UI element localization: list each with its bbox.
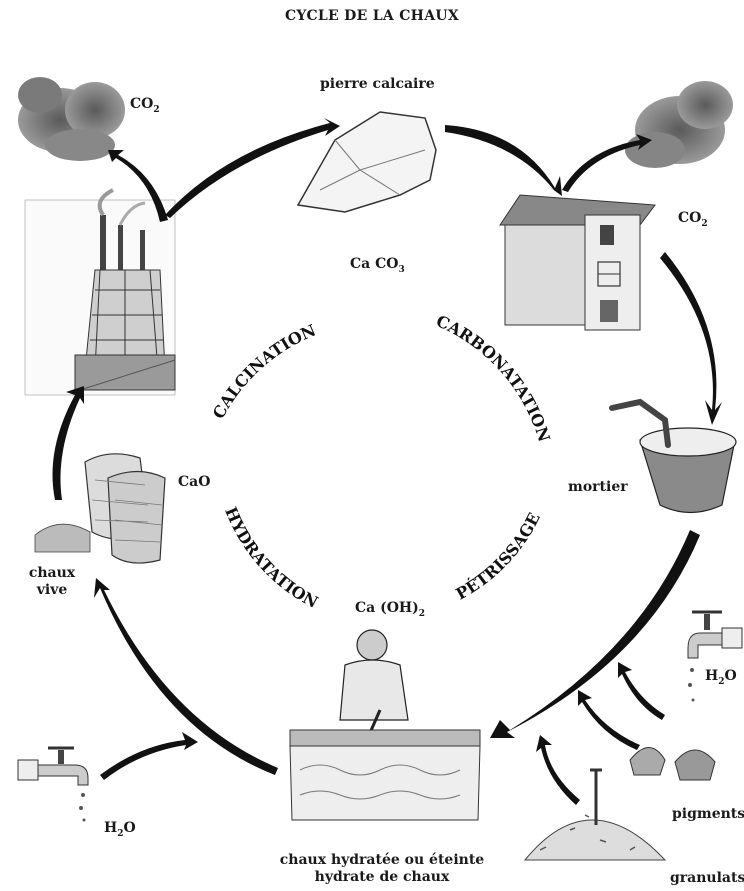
arrow-kiln-to-limestone [165,118,340,218]
formula-cao: CaO [178,474,211,490]
process-calcination: CALCINATION [209,321,319,422]
lime-kiln-icon [24,188,176,396]
formula-caco3: Ca CO3 [350,256,405,275]
arrow-co2-to-house [562,134,652,192]
co2-cloud-right-icon [625,81,733,168]
label-granulats: granulats [670,870,744,886]
label-co2-right: CO2 [678,210,708,229]
house-icon [499,194,656,331]
process-carbonatation: CARBONATATION [433,311,554,444]
aggregate-heap-icon [523,768,667,861]
label-slaked-lime: chaux hydratée ou éteinte hydrate de cha… [279,852,485,885]
arrow-house-to-mortar [660,252,722,425]
label-quicklime: chaux vive [28,565,76,598]
arrow-granulats-to-mortar [536,735,580,805]
arrow-water-to-slaked [100,732,198,780]
cycle-arrows [52,118,722,805]
label-mortar: mortier [568,479,628,495]
arrow-kiln-to-co2-left [108,150,168,222]
label-h2o-left: H2O [104,820,136,839]
mortar-bucket-icon [609,398,737,514]
water-tap-right-icon [687,610,743,702]
quicklime-sacks-icon [34,453,166,564]
co2-cloud-left-icon [18,77,125,161]
diagram-title: CYCLE DE LA CHAUX [284,8,460,24]
arrow-water-to-mortar [618,662,665,720]
formula-caoh2: Ca (OH)2 [355,600,426,619]
lime-slaking-worker-icon [289,629,481,821]
water-tap-left-icon [17,746,89,822]
arrow-quicklime-to-kiln [52,386,84,500]
process-petrissage: PÉTRISSAGE [453,510,544,604]
label-co2-left: CO2 [130,96,160,115]
process-hydratation: HYDRATATION [221,504,321,612]
arrow-limestone-to-house [445,125,562,196]
arrow-pigments-to-mortar [578,690,640,750]
arrow-mortar-to-slaked [490,530,700,738]
label-h2o-right: H2O [705,668,737,687]
limestone-rock-icon [296,111,437,213]
label-pigments: pigments [672,806,744,822]
label-limestone: pierre calcaire [320,76,435,92]
pigment-bags-icon [629,747,716,781]
